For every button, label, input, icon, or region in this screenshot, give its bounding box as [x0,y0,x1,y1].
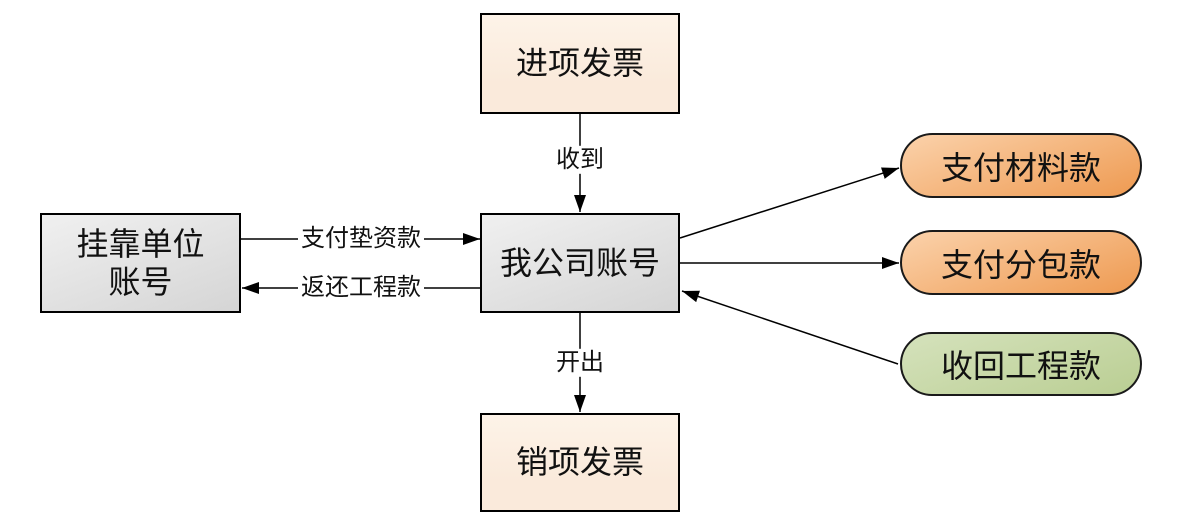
pill-recover-project: 收回工程款 [900,332,1142,396]
node-input-invoice: 进项发票 [480,13,680,114]
node-output-invoice-label: 销项发票 [515,444,644,481]
edge-label-pay-advance: 支付垫资款 [298,224,424,254]
node-input-invoice-label: 进项发票 [515,45,644,82]
edge-label-return-project: 返还工程款 [298,273,424,303]
pill-recover-project-label: 收回工程款 [940,348,1101,384]
edge-label-receive: 收到 [553,145,607,175]
pill-pay-materials: 支付材料款 [900,133,1142,198]
node-company-account-label: 我公司账号 [499,244,660,281]
pill-pay-subcontract: 支付分包款 [900,230,1142,295]
pill-pay-materials-label: 支付材料款 [940,149,1101,186]
arrow-to-pay-materials [679,167,900,239]
arrow-from-recover-project [681,290,899,365]
node-affiliated-account-label-line1: 挂靠单位 [76,225,205,262]
node-affiliated-account-label-line2: 账号 [108,264,173,300]
node-company-account: 我公司账号 [480,213,680,313]
pill-pay-subcontract-label: 支付分包款 [940,246,1101,283]
edge-label-issue: 开出 [553,348,607,378]
node-output-invoice: 销项发票 [480,413,680,512]
node-affiliated-account: 挂靠单位 账号 [40,213,241,313]
